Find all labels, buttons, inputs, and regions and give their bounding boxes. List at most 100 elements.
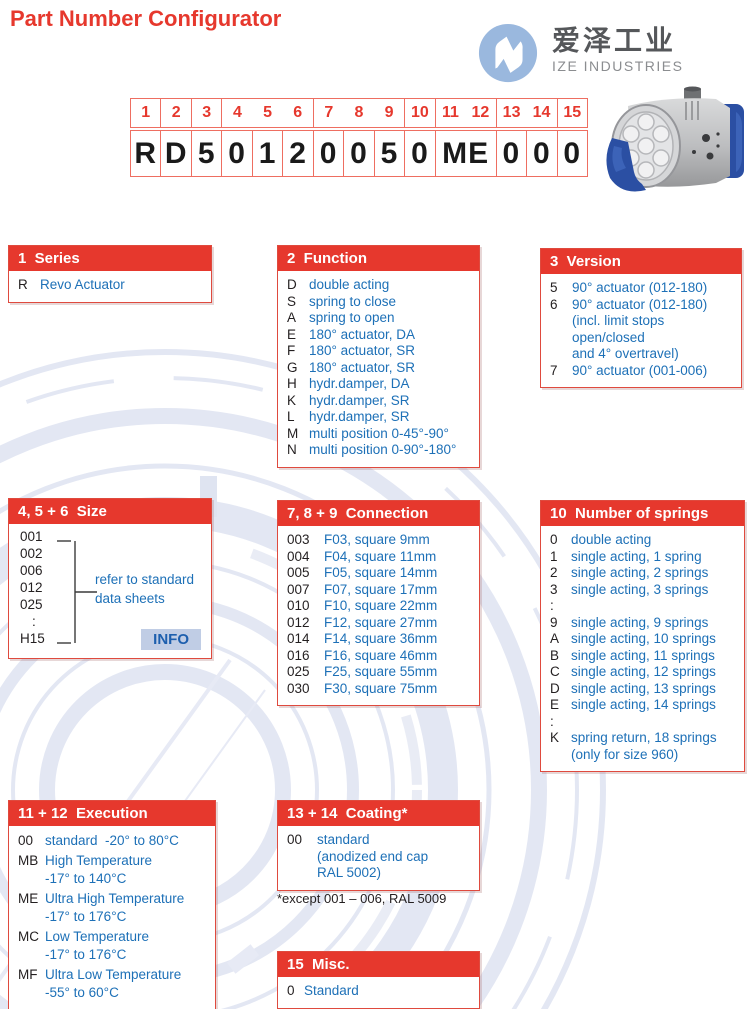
spec-description: F16, square 46mm xyxy=(324,647,438,663)
spec-description: single acting, 12 springs xyxy=(571,664,716,679)
spec-description: hydr.damper, SR xyxy=(309,392,410,408)
pn-header-cell: 3 xyxy=(191,99,223,128)
spec-description: 90° actuator (001-006) xyxy=(572,362,708,378)
spec-description: F03, square 9mm xyxy=(324,532,430,547)
pn-value-cell: 2 xyxy=(283,131,314,177)
box-execution-header: 11 + 12 Execution xyxy=(9,801,215,826)
pn-value-cell: 0 xyxy=(344,131,375,177)
pn-value-cell: 0 xyxy=(222,131,253,177)
spec-description: spring return, 18 springs(only for size … xyxy=(571,730,717,762)
pn-header-cell: 1 xyxy=(131,99,162,128)
spec-description: single acting, 10 springs xyxy=(571,631,716,646)
spec-code: 005 xyxy=(287,565,310,580)
pn-header-cell: 10 xyxy=(405,99,436,128)
pn-position-number: 4 xyxy=(233,104,242,121)
spec-code: 00 xyxy=(287,832,303,847)
box-size-header: 4, 5 + 6 Size xyxy=(9,499,211,524)
spec-code: : xyxy=(550,598,554,613)
spec-description: single acting, 14 springs xyxy=(571,697,716,712)
spec-description: single acting, 1 spring xyxy=(571,548,702,564)
spec-description: Revo Actuator xyxy=(40,277,125,292)
spec-code: D xyxy=(550,680,560,696)
pn-position-number: 5 xyxy=(263,104,273,121)
spec-description: spring to open xyxy=(309,310,395,325)
spec-description: single acting, 3 springs xyxy=(571,581,709,597)
pn-position-number: 6 xyxy=(293,104,303,121)
brand-name-cn: 爱泽工业 xyxy=(552,25,677,56)
spec-code: E xyxy=(287,326,297,342)
spec-code: E xyxy=(550,697,560,712)
spec-code: 0 xyxy=(550,532,558,547)
spec-row: 7 90° actuator (001-006) xyxy=(550,363,735,380)
spec-description: F30, square 75mm xyxy=(324,680,438,696)
pn-position-number: 12 xyxy=(471,104,490,121)
pn-value-cell: 5 xyxy=(374,131,406,177)
spec-code: 0 xyxy=(287,983,295,998)
pn-header-cell: 2 xyxy=(161,99,192,128)
spec-description: double acting xyxy=(571,532,652,547)
spec-code: 025 xyxy=(287,664,310,679)
pn-value-cell: ME xyxy=(435,131,497,177)
spec-description: F10, square 22mm xyxy=(324,598,438,613)
spec-description: Ultra Low Temperature-55° to 60°C xyxy=(45,967,182,1000)
spec-description: F05, square 14mm xyxy=(324,565,438,580)
spec-code: MB xyxy=(18,853,39,868)
pn-position-number: 15 xyxy=(563,104,582,121)
actuator-product-image xyxy=(606,86,744,192)
spec-description: F14, square 36mm xyxy=(324,631,438,646)
pn-position-number: 10 xyxy=(411,104,429,121)
spec-description: multi position 0-90°-180° xyxy=(309,442,457,457)
spec-description: single acting, 11 springs xyxy=(571,647,715,663)
text-line: 002 xyxy=(20,546,43,561)
spec-description: single acting, 13 springs xyxy=(571,680,716,696)
spec-code: A xyxy=(550,631,560,646)
text-line: 006 xyxy=(20,563,43,578)
spec-row: : xyxy=(550,714,738,731)
text-line: 001 xyxy=(20,529,43,544)
spec-description: F25, square 55mm xyxy=(324,664,438,679)
box-series-header: 1 Series xyxy=(9,246,211,271)
info-button[interactable]: INFO xyxy=(141,629,201,650)
pn-value-cell: D xyxy=(161,131,192,177)
pn-value-cell: 0 xyxy=(405,131,436,177)
box-misc-header: 15 Misc. xyxy=(278,952,479,977)
spec-description: 180° actuator, SR xyxy=(309,359,415,375)
pn-value-cell: 5 xyxy=(191,131,223,177)
pn-position-number: 3 xyxy=(202,104,212,121)
coating-footnote: *except 001 – 006, RAL 5009 xyxy=(277,891,447,906)
spec-description: hydr.damper, DA xyxy=(309,376,410,391)
spec-code: 012 xyxy=(287,614,310,630)
company-logo: 爱泽工业 IZE INDUSTRIES xyxy=(477,22,683,86)
spec-code: 7 xyxy=(550,362,558,378)
box-connection-header: 7, 8 + 9 Connection xyxy=(278,501,479,526)
pn-header-cell: 4 5 6 xyxy=(222,99,314,128)
